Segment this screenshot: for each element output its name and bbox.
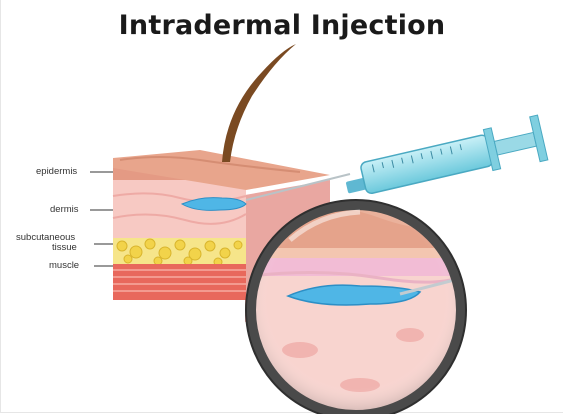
syringe [341, 115, 548, 205]
label-dermis: dermis [50, 205, 79, 215]
label-epidermis: epidermis [36, 167, 77, 177]
magnifier [246, 200, 470, 414]
label-muscle: muscle [49, 261, 79, 271]
skin-block-front [113, 168, 246, 300]
label-leaders [90, 172, 113, 266]
label-subcutaneous-tissue: tissue [52, 243, 77, 253]
hair-strand [222, 44, 296, 162]
